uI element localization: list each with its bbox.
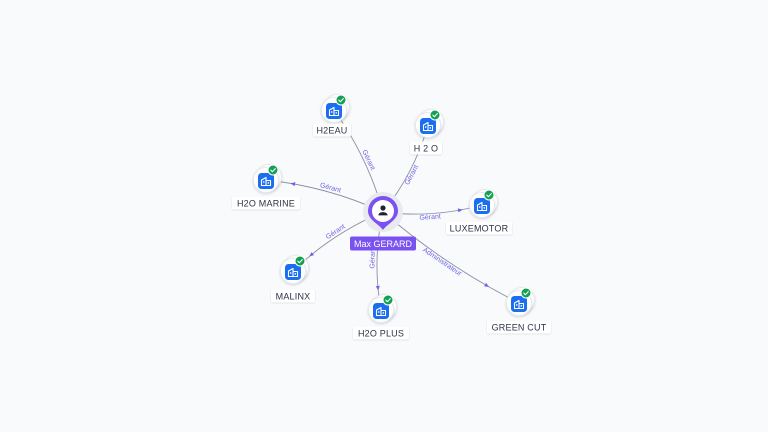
arrow-icon bbox=[290, 182, 296, 187]
label-background bbox=[313, 123, 351, 137]
company-name: H2O MARINE bbox=[237, 199, 295, 209]
person-avatar bbox=[372, 200, 394, 222]
label-background bbox=[446, 221, 512, 235]
arrow-icon bbox=[484, 282, 490, 287]
company-label: LUXEMOTOR bbox=[446, 221, 512, 235]
arrow-icon bbox=[309, 252, 315, 257]
company-node-luxemotor[interactable]: LUXEMOTOR bbox=[446, 189, 512, 235]
company-label: GREEN CUT bbox=[487, 320, 551, 334]
company-node-malinx[interactable]: MALINX bbox=[271, 255, 315, 303]
company-name: H2O PLUS bbox=[358, 329, 404, 339]
company-node-h-2-o[interactable]: H 2 O bbox=[410, 109, 444, 155]
verified-check-icon bbox=[294, 255, 306, 267]
building-icon bbox=[326, 103, 342, 119]
label-background bbox=[353, 326, 409, 340]
arrow-icon bbox=[457, 208, 463, 213]
building-icon bbox=[474, 198, 490, 214]
edge-label: Gérant bbox=[419, 213, 441, 221]
label-background bbox=[232, 196, 300, 210]
edge-label: Gérant bbox=[369, 247, 376, 269]
company-name: GREEN CUT bbox=[492, 323, 547, 333]
person-node[interactable]: Max GERARD bbox=[350, 192, 416, 251]
edge-label: Gérant bbox=[404, 164, 420, 186]
building-icon bbox=[420, 118, 436, 134]
person-name: Max GERARD bbox=[354, 239, 413, 249]
building-icon bbox=[511, 296, 527, 312]
verified-check-icon bbox=[520, 287, 532, 299]
edge-label: Gérant bbox=[360, 149, 376, 171]
company-label: H2EAU bbox=[313, 123, 351, 137]
company-node-h2o-marine[interactable]: H2O MARINE bbox=[232, 164, 300, 210]
verified-check-icon bbox=[382, 294, 394, 306]
building-icon bbox=[258, 173, 274, 189]
company-label: H2O MARINE bbox=[232, 196, 300, 210]
company-node-green-cut[interactable]: GREEN CUT bbox=[487, 287, 551, 334]
verified-check-icon bbox=[429, 109, 441, 121]
arrow-icon bbox=[375, 285, 380, 291]
person-label: Max GERARD bbox=[350, 236, 416, 251]
label-background bbox=[410, 141, 442, 155]
verified-check-icon bbox=[483, 189, 495, 201]
person-icon bbox=[378, 205, 388, 216]
company-label: H 2 O bbox=[410, 141, 442, 155]
nodes-layer: H2EAU H 2 O H2O MARINE LUXEMOTOR MALINX H2O P… bbox=[232, 94, 551, 340]
company-name: H2EAU bbox=[316, 126, 347, 136]
person-label-background bbox=[350, 236, 416, 251]
building-icon bbox=[373, 303, 389, 319]
company-name: H 2 O bbox=[414, 144, 439, 154]
company-node-h2eau[interactable]: H2EAU bbox=[313, 94, 351, 137]
label-background bbox=[271, 289, 315, 303]
verified-check-icon bbox=[335, 94, 347, 106]
verified-check-icon bbox=[267, 164, 279, 176]
building-icon bbox=[285, 264, 301, 280]
center-layer: Max GERARD bbox=[350, 192, 416, 251]
company-label: MALINX bbox=[271, 289, 315, 303]
company-name: LUXEMOTOR bbox=[450, 224, 509, 234]
company-name: MALINX bbox=[276, 292, 311, 302]
label-background bbox=[487, 320, 551, 334]
company-node-h2o-plus[interactable]: H2O PLUS bbox=[353, 294, 409, 340]
company-label: H2O PLUS bbox=[353, 326, 409, 340]
edge-label: Administrateur bbox=[421, 247, 463, 278]
